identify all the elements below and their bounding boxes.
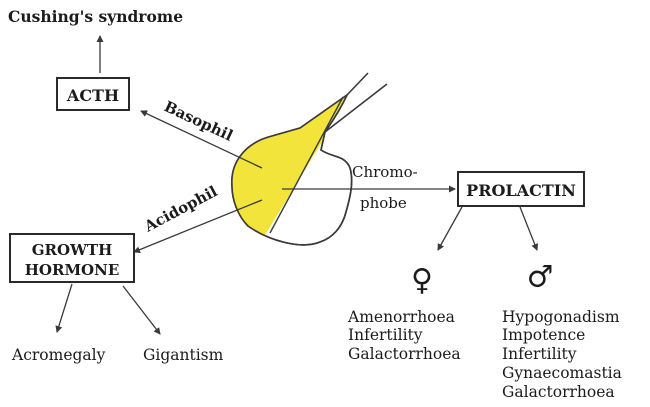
male-item-galactorrhoea: Galactorrhoea [502, 383, 615, 401]
male-symbol-icon: ♂ [527, 260, 554, 295]
female-item-galactorrhoea: Galactorrhoea [348, 345, 461, 363]
chromophobe-line1: Chromo- [352, 163, 418, 181]
growth-hormone-line1: GROWTH [32, 241, 113, 259]
arrow-prolactin-to-male [520, 207, 537, 250]
female-item-amenorrhoea: Amenorrhoea [347, 308, 455, 326]
growth-hormone-line2: HORMONE [25, 261, 120, 279]
acth-node: ACTH [57, 78, 129, 110]
stalk-line-left [347, 73, 368, 95]
acidophil-label: Acidophil [141, 182, 221, 236]
prolactin-node: PROLACTIN [458, 172, 584, 206]
prolactin-label: PROLACTIN [466, 181, 576, 200]
female-symbol-icon: ♀ [411, 263, 433, 298]
arrow-gh-to-acromegaly [57, 284, 72, 332]
male-item-infertility: Infertility [502, 345, 577, 363]
chromophobe-line2: phobe [360, 194, 407, 212]
male-item-impotence: Impotence [502, 326, 585, 344]
acth-label: ACTH [66, 86, 119, 105]
pituitary-gland [200, 73, 387, 250]
arrow-prolactin-to-female [438, 207, 462, 250]
acromegaly-label: Acromegaly [11, 346, 106, 364]
male-item-gynaecomastia: Gynaecomastia [502, 364, 622, 382]
gigantism-label: Gigantism [143, 346, 224, 364]
cushings-syndrome-label: Cushing's syndrome [8, 7, 183, 26]
arrow-gh-to-gigantism [123, 286, 160, 334]
male-item-hypogonadism: Hypogonadism [502, 308, 620, 326]
female-item-infertility: Infertility [348, 326, 423, 344]
growth-hormone-node: GROWTH HORMONE [10, 234, 134, 282]
